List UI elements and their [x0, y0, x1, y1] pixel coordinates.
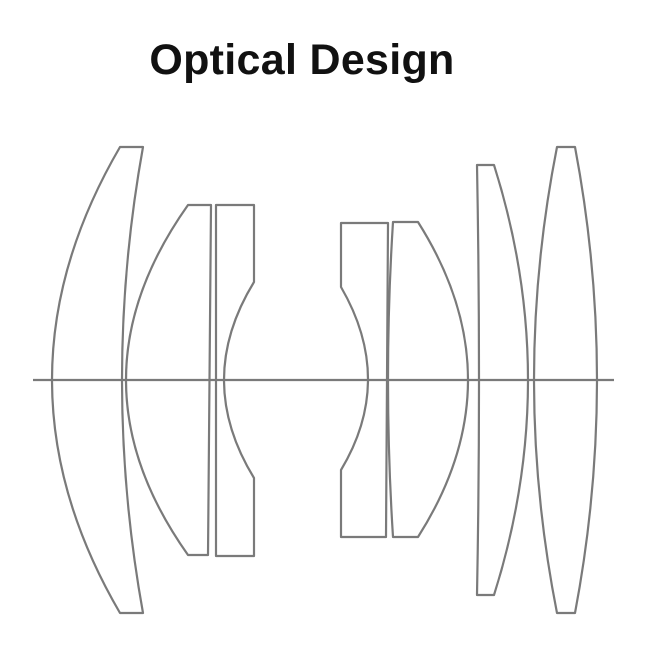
lens-element-6 — [475, 163, 530, 597]
lens-element-3 — [214, 203, 256, 558]
lens-element-5 — [386, 220, 469, 539]
diagram-title: Optical Design — [149, 36, 455, 84]
lens-element-7 — [532, 145, 599, 615]
lens-element-2 — [125, 203, 213, 557]
lens-element-1 — [51, 145, 145, 615]
lens-element-4 — [339, 221, 390, 539]
